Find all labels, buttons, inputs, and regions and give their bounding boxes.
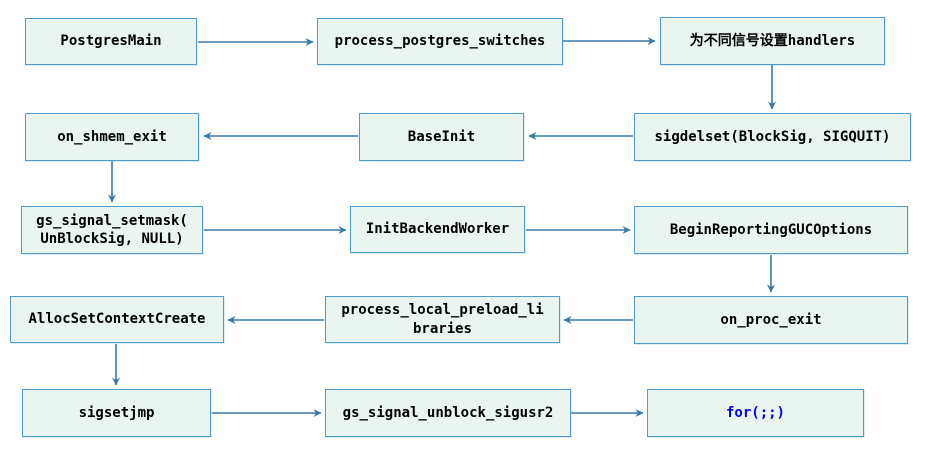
node-setup-signal-handlers: 为不同信号设置handlers: [660, 17, 885, 65]
node-gs-signal-unblock-sigusr2: gs_signal_unblock_sigusr2: [325, 389, 571, 437]
node-base-init: BaseInit: [359, 113, 524, 161]
node-process-postgres-switches: process_postgres_switches: [317, 18, 563, 65]
node-postgres-main: PostgresMain: [25, 18, 197, 65]
node-alloc-set-context-create: AllocSetContextCreate: [10, 296, 224, 343]
node-for-loop: for(;;): [647, 389, 864, 437]
node-process-local-preload-libraries: process_local_preload_li braries: [325, 296, 560, 343]
node-init-backend-worker: InitBackendWorker: [350, 206, 525, 253]
node-sigsetjmp: sigsetjmp: [22, 389, 211, 437]
node-on-proc-exit: on_proc_exit: [634, 296, 908, 344]
node-gs-signal-setmask: gs_signal_setmask( UnBlockSig, NULL): [21, 206, 203, 254]
node-begin-reporting-guc-options: BeginReportingGUCOptions: [634, 206, 908, 254]
node-sigdelset: sigdelset(BlockSig, SIGQUIT): [634, 113, 911, 161]
node-on-shmem-exit: on_shmem_exit: [25, 113, 199, 161]
